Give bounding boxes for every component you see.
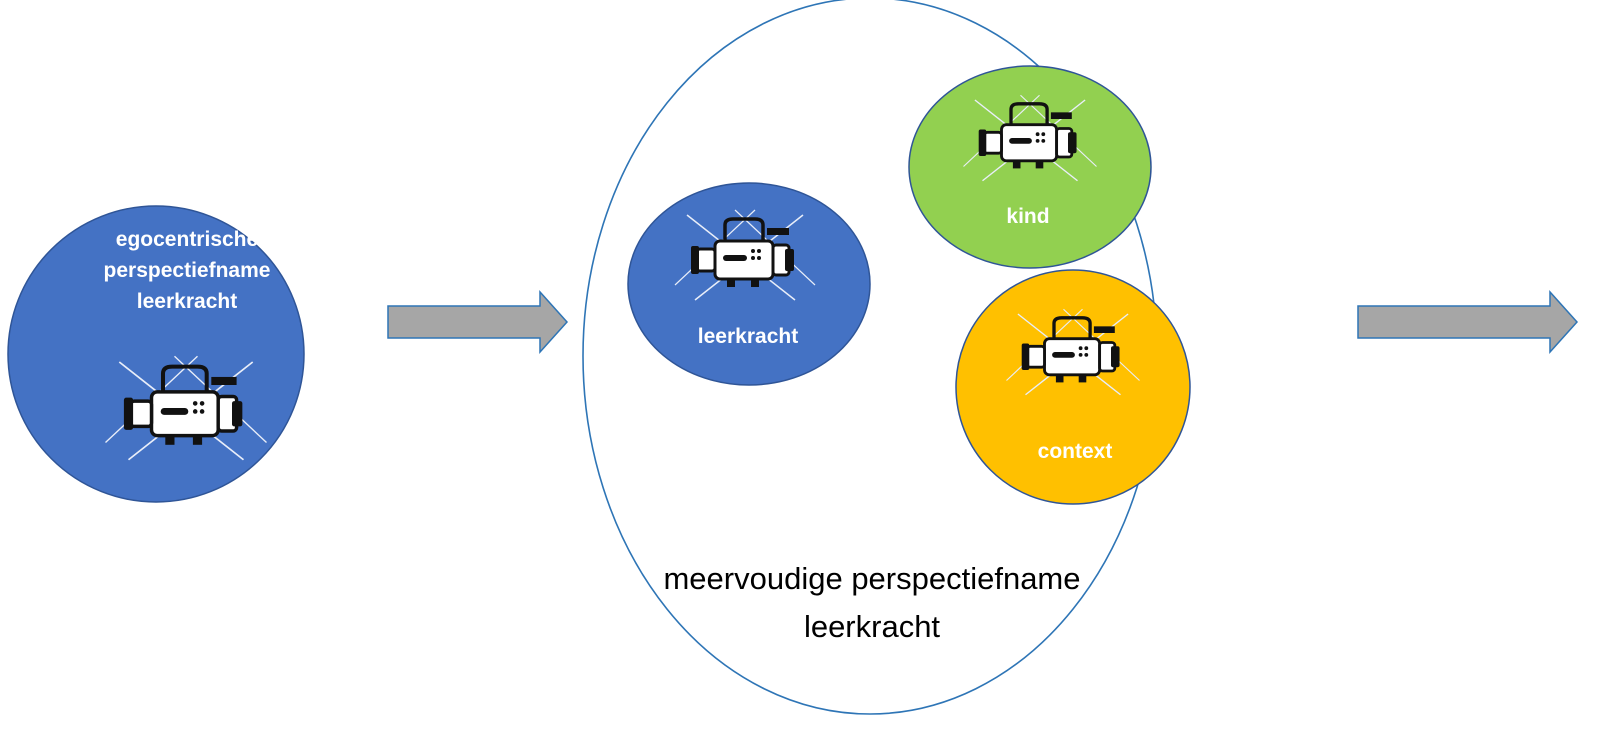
perspective-teacher: leerkracht (627, 182, 871, 386)
egocentric-label-line-1: egocentrische (116, 228, 258, 251)
child-circle (908, 65, 1152, 269)
context-circle (955, 269, 1191, 505)
egocentric-label-line-2: perspectiefname (104, 259, 271, 282)
egocentric-label-line-3: leerkracht (137, 290, 237, 313)
teacher-circle (627, 182, 871, 386)
multiple-label-line-1: meervoudige perspectiefname (663, 561, 1080, 596)
context-label: context (1038, 440, 1113, 463)
right-arrow-icon (387, 290, 569, 354)
multiple-label-line-2: leerkracht (804, 609, 940, 644)
right-arrow-icon (1357, 290, 1579, 354)
perspective-context: context (955, 269, 1191, 505)
multiple-perspective-stage: leerkracht kind context meervoudige pers… (582, 0, 1191, 715)
egocentric-stage: egocentrische perspectiefname leerkracht (7, 205, 305, 503)
teacher-label: leerkracht (698, 325, 798, 348)
perspective-child: kind (908, 65, 1152, 269)
child-label: kind (1006, 205, 1049, 228)
